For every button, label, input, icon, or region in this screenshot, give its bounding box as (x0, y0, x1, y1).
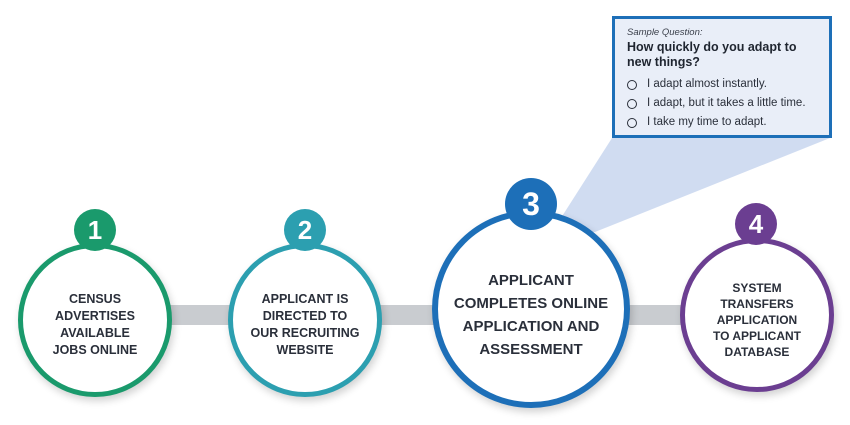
connector-3-4 (625, 305, 690, 325)
step-2-number: 2 (284, 209, 326, 251)
radio-circle-icon (627, 117, 637, 128)
sample-question-callout: Sample Question: How quickly do you adap… (612, 16, 832, 138)
callout-option: I adapt almost instantly. (627, 75, 819, 94)
callout-option: I adapt, but it takes a little time. (627, 94, 819, 113)
connector-2-3 (378, 305, 448, 325)
step-3-number: 3 (505, 178, 557, 230)
step-1-text: CENSUS ADVERTISES AVAILABLE JOBS ONLINE (52, 292, 138, 357)
step-1-circle: CENSUS ADVERTISES AVAILABLE JOBS ONLINE (18, 243, 172, 397)
radio-circle-icon (627, 98, 637, 109)
step-4-circle: SYSTEM TRANSFERS APPLICATION TO APPLICAN… (680, 238, 834, 392)
radio-circle-icon (627, 79, 637, 90)
step-4-number: 4 (735, 203, 777, 245)
callout-question: How quickly do you adapt to new things? (627, 40, 797, 69)
step-2-text: APPLICANT IS DIRECTED TO OUR RECRUITING … (250, 292, 360, 357)
connector-1-2 (170, 305, 240, 325)
step-3-circle: APPLICANT COMPLETES ONLINE APPLICATION A… (432, 210, 630, 408)
step-2-circle: APPLICANT IS DIRECTED TO OUR RECRUITING … (228, 243, 382, 397)
callout-option: I take my time to adapt. (627, 113, 819, 132)
step-3-text: APPLICANT COMPLETES ONLINE APPLICATION A… (453, 272, 609, 358)
step-1-number: 1 (74, 209, 116, 251)
callout-tag: Sample Question: (627, 27, 703, 38)
step-4-text: SYSTEM TRANSFERS APPLICATION TO APPLICAN… (712, 281, 801, 359)
